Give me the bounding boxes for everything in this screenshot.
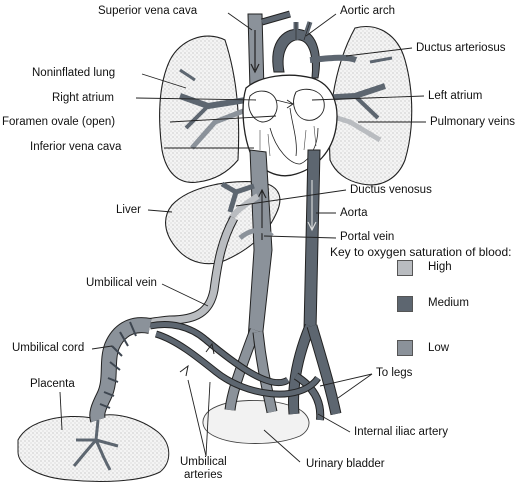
label-ductus-arteriosus: Ductus arteriosus (416, 42, 506, 54)
label-inferior-vena-cava: Inferior vena cava (30, 141, 122, 153)
label-left-atrium: Left atrium (428, 90, 483, 102)
label-aorta: Aorta (340, 207, 368, 219)
key-swatch-medium (397, 296, 413, 312)
leader-lines (59, 12, 426, 463)
label-aortic-arch: Aortic arch (340, 5, 395, 17)
label-right-atrium: Right atrium (52, 92, 114, 104)
aorta (303, 149, 321, 331)
label-pulmonary-veins: Pulmonary veins (430, 116, 516, 128)
ductus-arteriosus (309, 54, 358, 63)
label-umbilical-arteries-line1: Umbilical (180, 456, 227, 468)
label-placenta: Placenta (30, 378, 75, 390)
label-internal-iliac-artery: Internal iliac artery (354, 426, 448, 438)
label-ductus-venosus: Ductus venosus (350, 184, 432, 196)
portal-vein (238, 227, 274, 240)
iliac-vessels (224, 323, 342, 421)
superior-vena-cava (247, 13, 265, 91)
hepatic-veins (220, 181, 255, 213)
key-label-low: Low (428, 342, 450, 354)
label-umbilical-arteries-line2: arteries (184, 469, 223, 481)
right-atrium-shape (248, 90, 278, 123)
left-atrium-shape (293, 88, 325, 121)
key-title: Key to oxygen saturation of blood: (330, 245, 512, 259)
key-swatch-high (397, 260, 413, 276)
key-label-medium: Medium (428, 297, 469, 309)
right-lung (159, 35, 240, 183)
placenta (17, 414, 170, 482)
label-umbilical-cord: Umbilical cord (12, 342, 85, 354)
aortic-arch (272, 28, 320, 79)
label-to-legs: To legs (376, 367, 413, 379)
left-lung (329, 26, 413, 186)
key-label-high: High (428, 261, 452, 273)
label-portal-vein: Portal vein (340, 231, 395, 243)
placenta-vessels (72, 419, 119, 471)
label-liver: Liver (116, 204, 141, 216)
label-urinary-bladder: Urinary bladder (306, 458, 385, 470)
label-foramen-ovale: Foramen ovale (open) (2, 116, 116, 128)
label-superior-vena-cava: Superior vena cava (98, 5, 198, 17)
label-noninflated-lung: Noninflated lung (32, 67, 116, 79)
umbilical-cord (89, 317, 152, 423)
umbilical-arteries (149, 321, 321, 398)
key-swatch-low (397, 340, 413, 356)
label-umbilical-vein: Umbilical vein (86, 277, 157, 289)
